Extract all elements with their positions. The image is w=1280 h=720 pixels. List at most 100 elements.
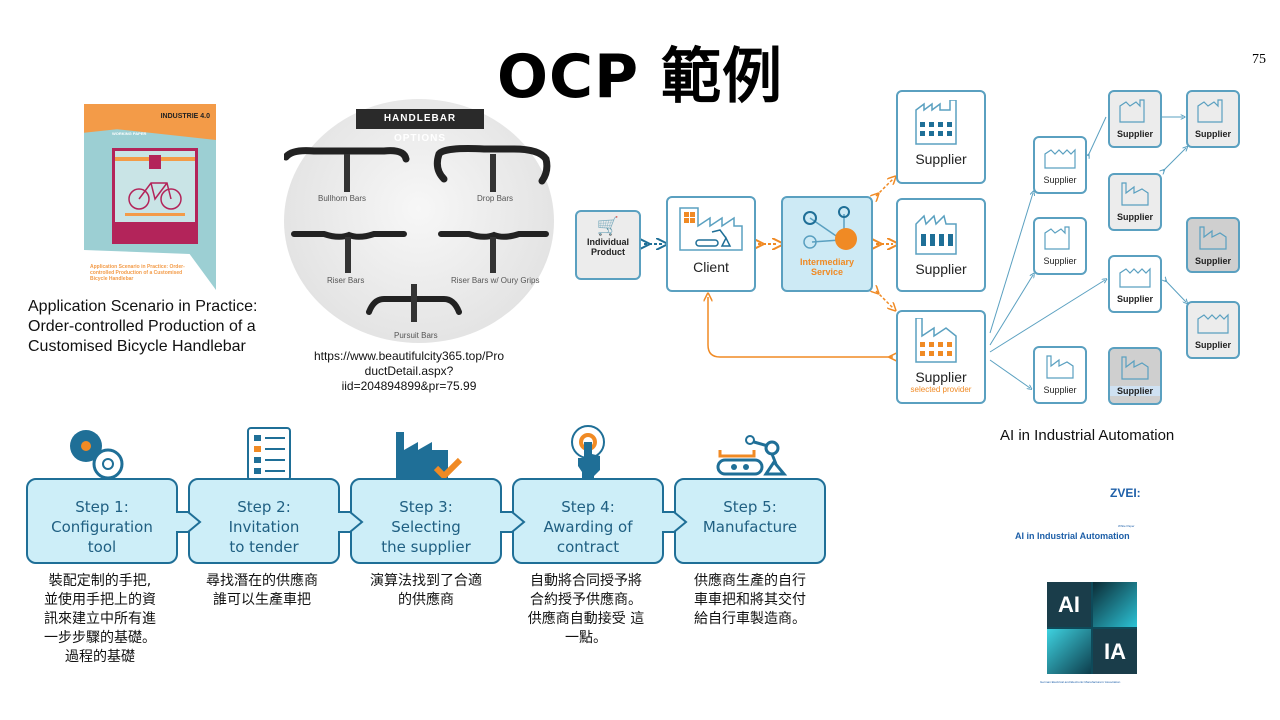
supplier-box: Supplier [1186,217,1240,273]
step-line: Invitation [228,518,300,536]
arrow-service-supplier-3 [876,291,893,308]
supplier-label: Supplier [1116,129,1153,139]
step-5: Step 5: Manufacture [674,478,826,564]
zvei-logo: ZVEI: [1110,486,1141,500]
bullhorn-stem [344,154,350,192]
url-line[interactable]: https://www.beautifulcity365.top/Pro [313,349,505,363]
caption-line: Order-controlled Production of a [28,318,256,335]
drop-bar [433,145,551,185]
intermediary-label: Intermediary [799,257,855,267]
source-url[interactable]: https://www.beautifulcity365.top/Pro duc… [304,349,514,394]
individual-product-label: Product [590,247,625,257]
link [989,193,1033,334]
step-line: Selecting [391,518,461,536]
factory-icon [1121,182,1149,206]
factory-icon [1121,356,1149,380]
page-number: 75 [1252,52,1266,67]
factory-icon [1199,226,1227,250]
factory-icon [915,99,957,145]
zvei-logo-text: ZVEI: [1110,486,1141,500]
riser-oury-bar [438,231,549,240]
bicycle-icon [115,155,195,216]
caption-line: Application Scenario in Practice: [28,298,258,315]
desc-line: 供應商自動接受 這 [527,611,645,627]
step-line: the supplier [381,538,471,556]
working-paper-cover: INDUSTRIE 4.0 WORKING PAPER Application … [84,104,216,290]
checklist-icon [247,427,291,481]
desc-line: 尋找潛在的供應商 [206,573,318,589]
supplier-box: Supplier [1186,301,1240,359]
handlebar-drawings [284,145,551,322]
supplier-label: Supplier [915,369,967,385]
factory-icon [1044,148,1076,169]
desc-line: 並使用手把上的資 [44,592,156,608]
supplier-box: Supplier [1033,346,1087,404]
step-line: contract [556,538,620,556]
step-2-description: 尋找潛在的供應商 誰可以生產車把 [192,572,332,610]
supplier-box: Supplier [1033,217,1087,275]
desc-line: 車車把和將其交付 [694,592,806,608]
step-line: Configuration [51,518,153,536]
link [989,280,1105,353]
step-line: Step 3: [399,498,453,516]
zvei-title: AI in Industrial Automation [1015,531,1130,541]
working-paper-caption: Application Scenario in Practice: Order-… [28,297,257,357]
printer-base [112,222,198,244]
diagram-connectors [0,0,1280,420]
cover-brand: INDUSTRIE 4.0 [160,113,210,120]
url-line[interactable]: iid=204894899&pr=75.99 [341,379,477,393]
gears-icon [70,430,124,480]
step-line: Step 2: [237,498,291,516]
selected-supplier-box: Supplier selected provider [896,310,986,404]
network-icon [803,206,857,250]
individual-product-label: Individual [586,237,629,247]
factory-icon [1197,313,1229,334]
touch-icon [571,425,605,484]
desc-line: 合約授予供應商。 [530,592,642,608]
client-label: Client [693,259,729,275]
supplier-box: Supplier [1033,136,1087,194]
desc-line: 一點。 [565,630,607,646]
url-line[interactable]: ductDetail.aspx? [364,364,454,378]
supplier-label: Supplier [1116,212,1153,222]
step-line: Manufacture [702,518,798,536]
factory-icon [1119,99,1145,123]
factory-icon [1046,355,1074,379]
supplier-label: Supplier [1116,294,1153,304]
desc-line: 裝配定制的手把, [48,573,152,589]
supplier-label: Supplier [1194,129,1231,139]
supplier-box: Supplier [896,90,986,184]
supplier-label: Supplier [915,261,967,277]
desc-line: 過程的基礎 [65,649,135,665]
supplier-label: Supplier [915,151,967,167]
handlebar-option-label: Riser Bars w/ Oury Grips [451,276,540,285]
step-line: tool [87,538,117,556]
step-4-description: 自動將合同授予將 合約授予供應商。 供應商自動接受 這 一點。 [516,572,656,648]
step-line: Step 5: [723,498,777,516]
bullhorn-bar [284,147,410,163]
arrow-service-supplier-1 [876,179,893,196]
supplier-label: Supplier [1043,175,1077,185]
factory-robot-icon [679,207,743,251]
desc-line: 給自行車製造商。 [694,611,806,627]
factory-icon [1044,226,1070,250]
handlebar-options-image [284,99,554,343]
supplier-label: Supplier [1043,256,1077,266]
step-chevron [500,511,526,533]
supplier-box: Supplier [1108,90,1162,148]
step-connectors [176,511,688,533]
step-1: Step 1: Configuration tool [26,478,178,564]
factory-icon [1119,267,1151,288]
intermediary-label: Service [810,267,844,277]
desc-line: 演算法找到了合適 [370,573,482,589]
caption-line: Customised Bicycle Handlebar [28,338,246,355]
ai-ia-tiles: AI IA [1047,582,1137,674]
slide-title: OCP 範例 [497,42,783,112]
supplier-box: Supplier [1108,173,1162,231]
tile-circuit [1047,629,1091,674]
factory-icon [915,317,957,363]
individual-product-box: 🛒 Individual Product [575,210,641,280]
tile-ai: AI [1047,582,1091,627]
step-5-description: 供應商生產的自行 車車把和將其交付 給自行車製造商。 [680,572,820,629]
step-line: to tender [229,538,299,556]
